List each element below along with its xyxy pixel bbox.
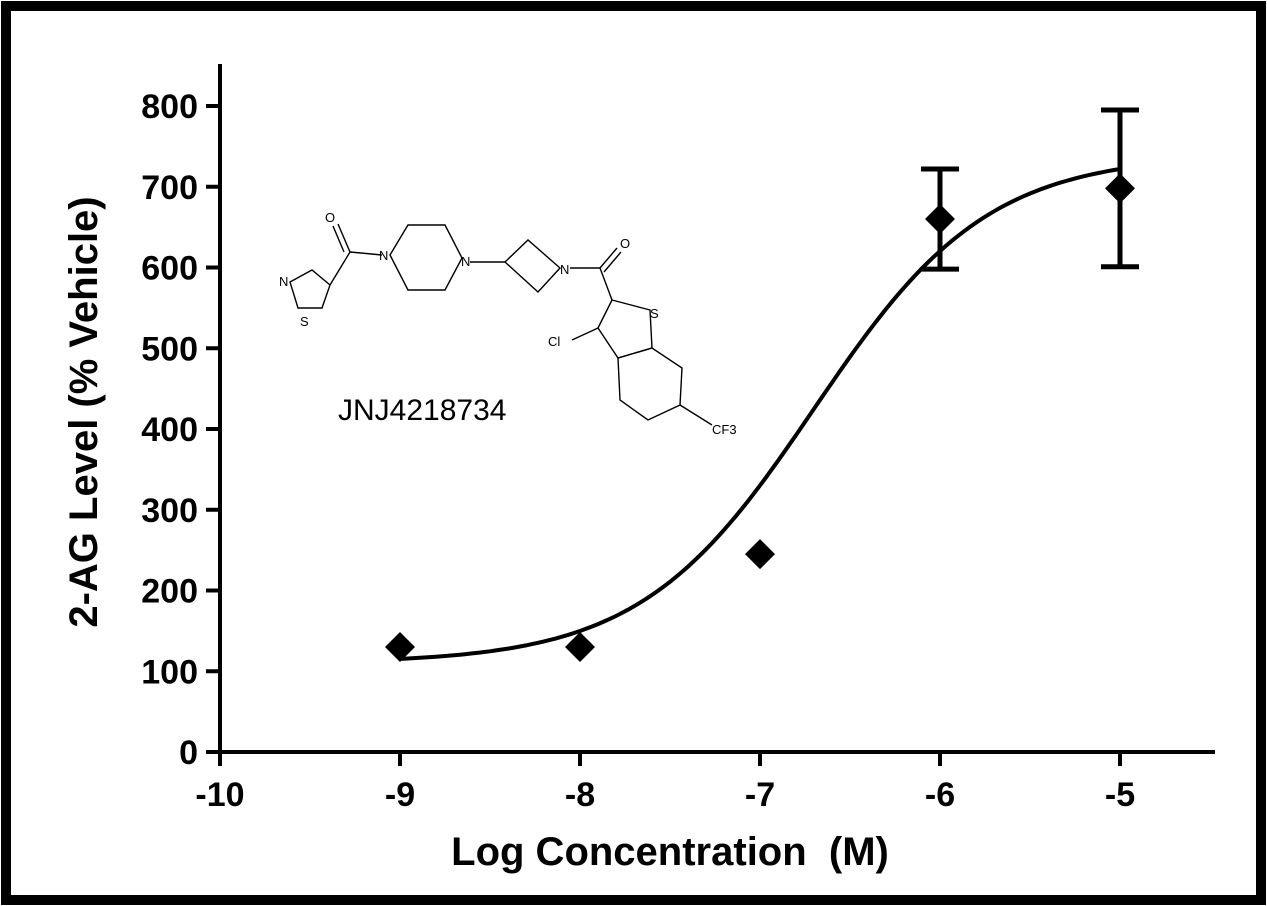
atom-label: O [325, 210, 335, 225]
data-point [565, 632, 595, 663]
chemical-atom-labels: N S O N N N O S Cl CF3 [279, 210, 737, 437]
x-tick-label: -10 [195, 776, 244, 814]
x-tick-label: -6 [925, 776, 955, 814]
atom-label: S [650, 306, 659, 321]
data-point [745, 539, 775, 570]
atom-label: O [620, 236, 630, 251]
data-point [1105, 173, 1135, 204]
y-tick-label: 700 [141, 169, 198, 207]
atom-label: N [461, 254, 470, 269]
y-tick-label: 0 [179, 734, 198, 772]
chemical-structure [289, 223, 713, 426]
x-tick-label: -8 [565, 776, 595, 814]
atom-label: N [560, 262, 569, 277]
x-tick-label: -9 [385, 776, 415, 814]
data-points [385, 173, 1135, 663]
y-ticks: 0 100 200 300 400 500 600 700 800 [141, 88, 220, 772]
y-tick-label: 800 [141, 88, 198, 126]
atom-label: N [379, 248, 388, 263]
x-tick-label: -7 [745, 776, 775, 814]
atom-label: N [279, 274, 288, 289]
x-axis-title: Log Concentration (M) [451, 830, 889, 874]
data-point [925, 204, 955, 235]
atom-label: CF3 [712, 422, 737, 437]
data-point [385, 632, 415, 663]
y-tick-label: 200 [141, 573, 198, 611]
x-ticks: -10 -9 -8 -7 -6 -5 [195, 752, 1135, 814]
atom-label: Cl [548, 334, 560, 349]
x-tick-label: -5 [1105, 776, 1135, 814]
y-tick-label: 500 [141, 330, 198, 368]
compound-label: JNJ4218734 [338, 394, 506, 427]
y-tick-label: 600 [141, 250, 198, 288]
atom-label: S [300, 314, 309, 329]
y-axis-title: 2-AG Level (% Vehicle) [62, 196, 106, 627]
fit-curve [399, 167, 1121, 661]
y-tick-label: 400 [141, 411, 198, 449]
y-tick-label: 300 [141, 492, 198, 530]
y-tick-label: 100 [141, 653, 198, 691]
